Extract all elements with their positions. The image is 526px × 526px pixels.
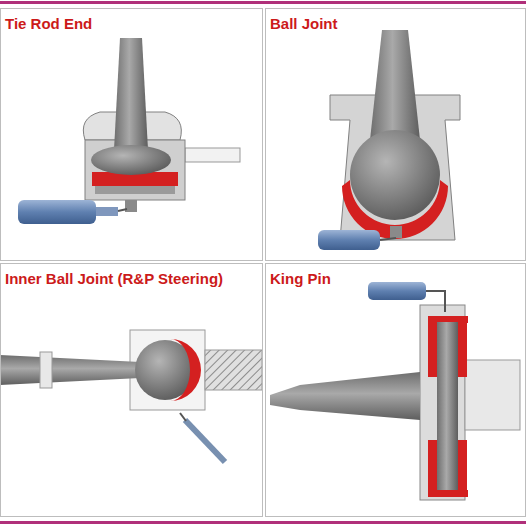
panel-box: King Pin (265, 263, 526, 517)
panel-box: Tie Rod End (0, 8, 263, 261)
panel-title: King Pin (270, 270, 331, 288)
panel-box: Inner Ball Joint (R&P Steering) (0, 263, 263, 517)
panel-title: Ball Joint (270, 15, 338, 33)
panel-box: Ball Joint (265, 8, 526, 261)
panel-title: Tie Rod End (5, 15, 92, 33)
panel-title: Inner Ball Joint (R&P Steering) (5, 270, 223, 288)
